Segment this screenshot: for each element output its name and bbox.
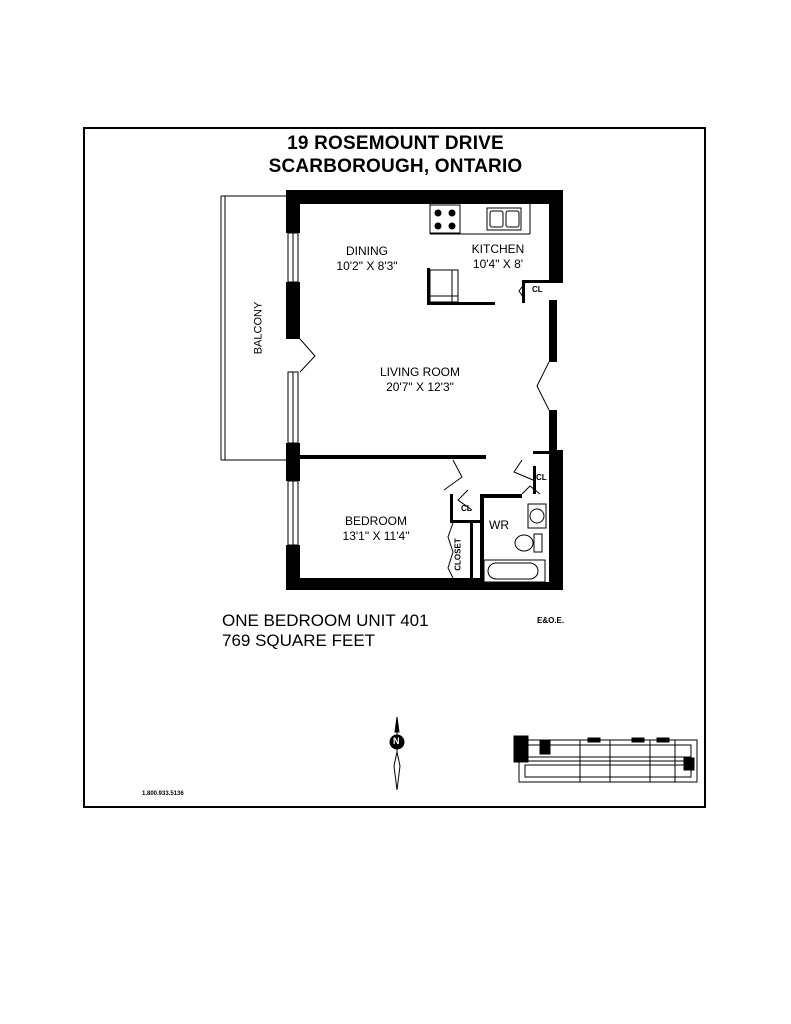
bed-closet-label: CL [461,504,472,513]
living-room-name: LIVING ROOM [379,365,460,379]
refrigerator [429,269,459,303]
dining-size: 10'2" X 8'3" [336,259,398,273]
exterior-walls [286,190,563,590]
kitchen-closet-label: CL [532,285,543,294]
bedroom-closet-label: CLOSET [453,538,463,571]
balcony [220,195,288,461]
dining-name: DINING [346,244,388,258]
living-room-label: LIVING ROOM 20'7" X 12'3" [378,365,462,395]
living-room-size: 20'7" X 12'3" [386,380,454,394]
bedroom-label: BEDROOM 13'1" X 11'4" [332,514,420,544]
windows [287,232,299,546]
north-arrow [389,716,405,791]
balcony-label: BALCONY [252,301,265,355]
stove [429,204,461,234]
floorplan-sheet [83,127,706,808]
building-key-plan [513,735,698,783]
dining-label: DINING 10'2" X 8'3" [333,244,401,274]
kitchen-size: 10'4" X 8' [472,257,524,271]
kitchen-label: KITCHEN 10'4" X 8' [466,242,530,272]
kitchen-name: KITCHEN [471,242,525,256]
address-line-1: 19 ROSEMOUNT DRIVE [287,133,504,154]
interior-walls [300,268,549,582]
address-line-2: SCARBOROUGH, ONTARIO [268,156,523,177]
unit-area: 769 SQUARE FEET [222,631,376,650]
bedroom-name: BEDROOM [344,514,407,528]
disclaimer: E&O.E. [537,616,565,625]
hall-closet-label: CL [536,473,547,482]
compass-north-label: N [393,736,400,746]
bedroom-size: 13'1" X 11'4" [342,529,410,543]
bathroom-fixtures [483,503,547,583]
washroom-label: WR [489,518,509,532]
kitchen-sink [486,207,522,231]
doors [299,282,550,579]
phone-number: 1.800.933.5136 [142,791,184,797]
unit-name: ONE BEDROOM UNIT 401 [222,611,429,630]
